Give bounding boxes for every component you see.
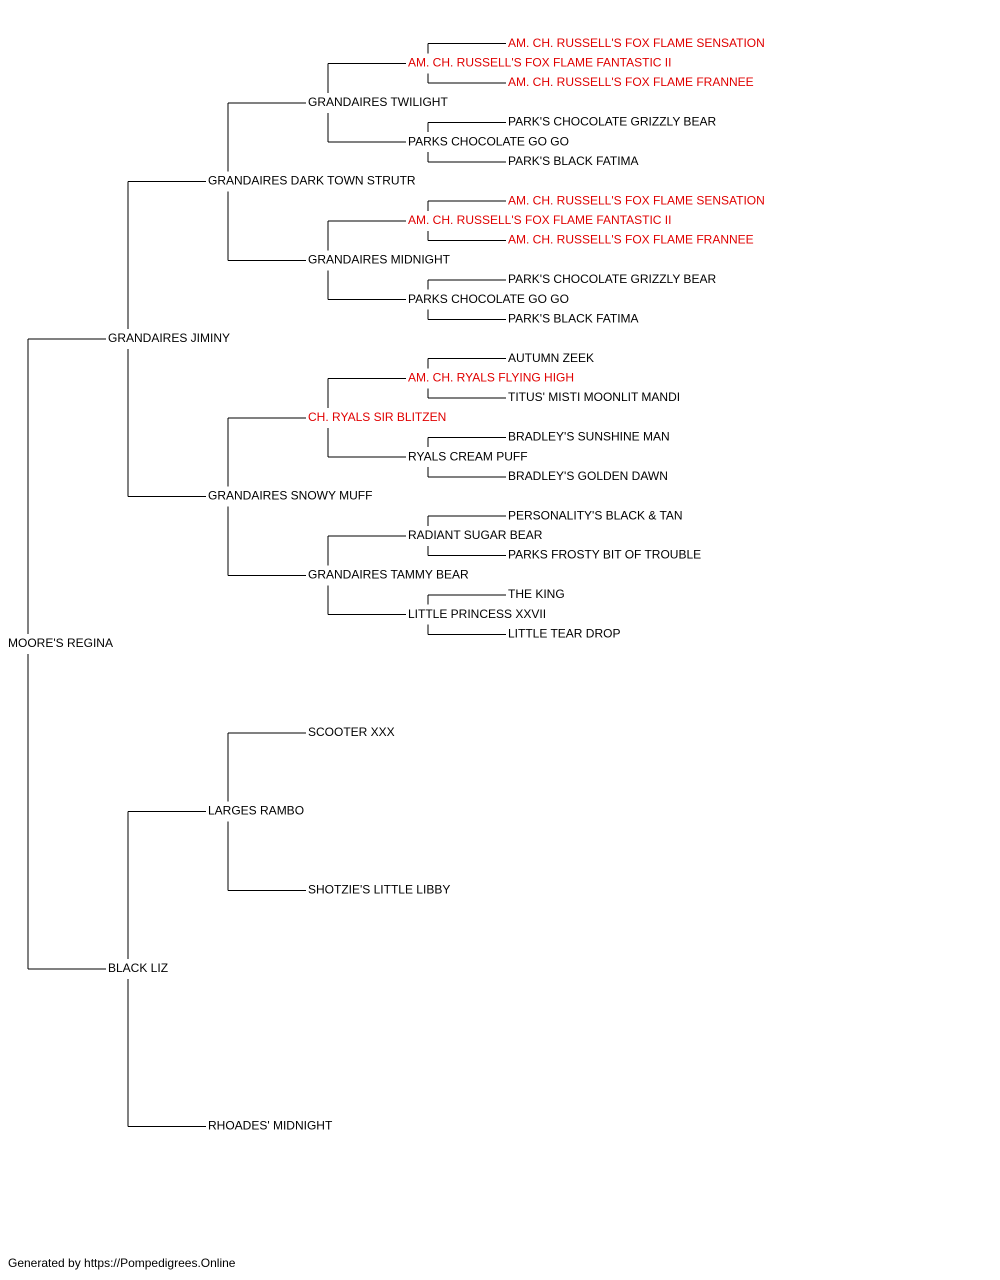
ancestor-name: PARKS CHOCOLATE GO GO xyxy=(408,292,569,306)
ancestor-name: SHOTZIE'S LITTLE LIBBY xyxy=(308,882,450,896)
ancestor-name: GRANDAIRES TAMMY BEAR xyxy=(308,567,469,581)
ancestor-name: THE KING xyxy=(508,587,565,601)
footer-credit: Generated by https://Pompedigrees.Online xyxy=(8,1256,236,1270)
ancestor-name: AM. CH. RUSSELL'S FOX FLAME FANTASTIC II xyxy=(408,213,671,227)
ancestor-name: AM. CH. RUSSELL'S FOX FLAME SENSATION xyxy=(508,36,765,50)
ancestor-name: AM. CH. RYALS FLYING HIGH xyxy=(408,371,574,385)
ancestor-name: RADIANT SUGAR BEAR xyxy=(408,528,543,542)
ancestor-name: BRADLEY'S GOLDEN DAWN xyxy=(508,469,668,483)
ancestor-name: RYALS CREAM PUFF xyxy=(408,449,528,463)
ancestor-name: AM. CH. RUSSELL'S FOX FLAME FRANNEE xyxy=(508,75,754,89)
ancestor-name: RHOADES' MIDNIGHT xyxy=(208,1119,333,1133)
ancestor-name: SCOOTER XXX xyxy=(308,725,395,739)
ancestor-name: LITTLE TEAR DROP xyxy=(508,626,620,640)
ancestor-name: BLACK LIZ xyxy=(108,961,168,975)
ancestor-name: AM. CH. RUSSELL'S FOX FLAME FANTASTIC II xyxy=(408,56,671,70)
ancestor-name: PERSONALITY'S BLACK & TAN xyxy=(508,508,683,522)
ancestor-name: LITTLE PRINCESS XXVII xyxy=(408,607,546,621)
ancestor-name: PARKS CHOCOLATE GO GO xyxy=(408,134,569,148)
ancestor-name: PARK'S BLACK FATIMA xyxy=(508,154,639,168)
subject-name: MOORE'S REGINA xyxy=(8,636,113,650)
ancestor-name: AUTUMN ZEEK xyxy=(508,351,594,365)
ancestor-name: AM. CH. RUSSELL'S FOX FLAME SENSATION xyxy=(508,193,765,207)
ancestor-name: GRANDAIRES SNOWY MUFF xyxy=(208,489,372,503)
ancestor-name: GRANDAIRES TWILIGHT xyxy=(308,95,448,109)
ancestor-name: CH. RYALS SIR BLITZEN xyxy=(308,410,446,424)
ancestor-name: PARK'S CHOCOLATE GRIZZLY BEAR xyxy=(508,115,716,129)
ancestor-name: LARGES RAMBO xyxy=(208,804,304,818)
ancestor-name: TITUS' MISTI MOONLIT MANDI xyxy=(508,390,680,404)
ancestor-name: BRADLEY'S SUNSHINE MAN xyxy=(508,430,670,444)
ancestor-name: PARKS FROSTY BIT OF TROUBLE xyxy=(508,548,701,562)
ancestor-name: GRANDAIRES MIDNIGHT xyxy=(308,252,451,266)
ancestor-name: GRANDAIRES JIMINY xyxy=(108,331,230,345)
ancestor-name: AM. CH. RUSSELL'S FOX FLAME FRANNEE xyxy=(508,233,754,247)
ancestor-name: PARK'S BLACK FATIMA xyxy=(508,311,639,325)
ancestor-name: PARK'S CHOCOLATE GRIZZLY BEAR xyxy=(508,272,716,286)
ancestor-name: GRANDAIRES DARK TOWN STRUTR xyxy=(208,174,416,188)
